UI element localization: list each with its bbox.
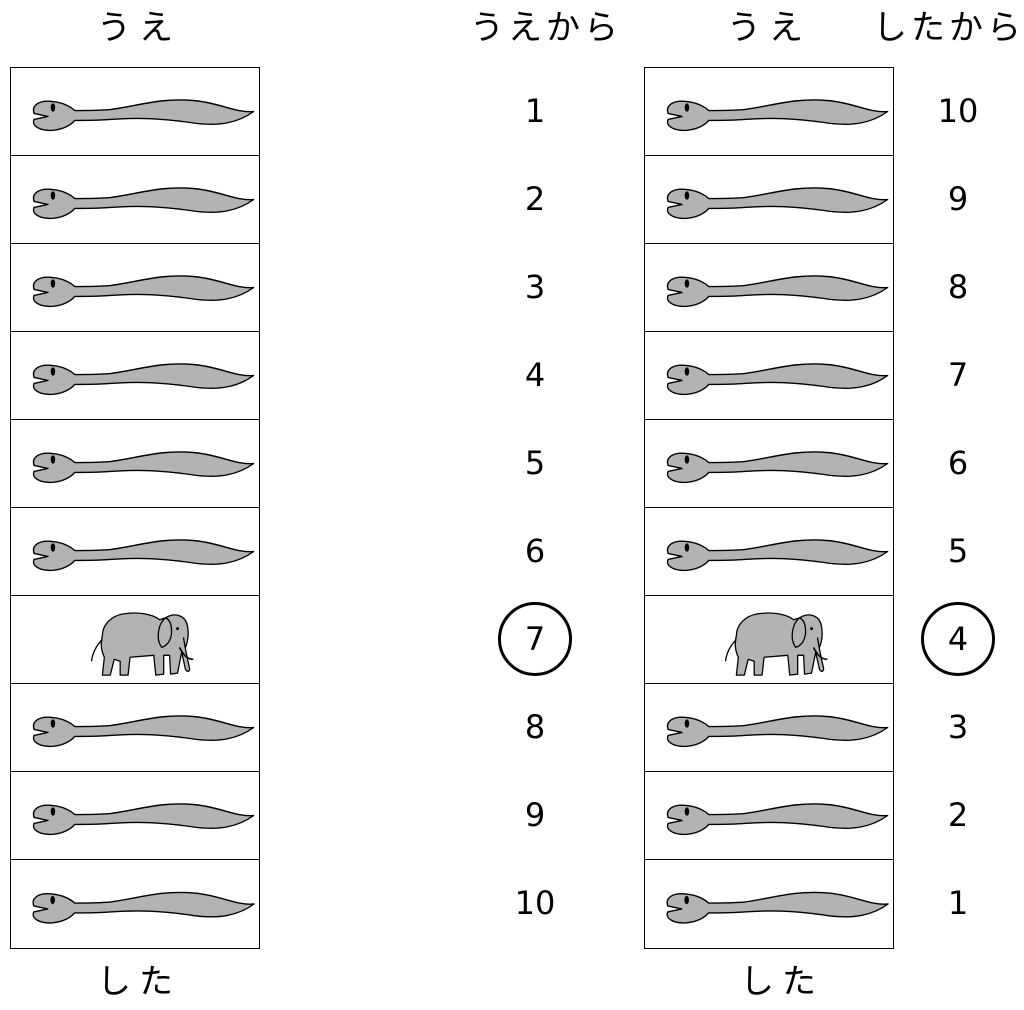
snake-cell bbox=[645, 68, 893, 156]
snake-icon bbox=[666, 539, 889, 572]
number-label: 9 bbox=[524, 796, 546, 834]
number-label: 6 bbox=[524, 532, 546, 570]
number-label: 9 bbox=[947, 180, 969, 218]
snake-icon bbox=[32, 99, 255, 132]
number-label: 2 bbox=[947, 796, 969, 834]
snake-cell bbox=[11, 244, 259, 332]
snake-icon bbox=[666, 451, 889, 484]
number-label: 10 bbox=[514, 884, 556, 922]
snake-icon bbox=[32, 891, 255, 924]
snake-icon bbox=[32, 187, 255, 220]
snake-cell bbox=[645, 772, 893, 860]
left-bottom-label: した bbox=[97, 962, 181, 1002]
snake-icon bbox=[32, 539, 255, 572]
left-top-label: うえ bbox=[97, 8, 181, 48]
snake-cell bbox=[645, 508, 893, 596]
right-top-label: うえ bbox=[727, 8, 811, 48]
number-label: 5 bbox=[524, 444, 546, 482]
answer-circle bbox=[498, 602, 572, 676]
snake-cell bbox=[11, 420, 259, 508]
snake-cell bbox=[645, 860, 893, 948]
number-label: 8 bbox=[947, 268, 969, 306]
number-label: 2 bbox=[524, 180, 546, 218]
snake-cell bbox=[11, 508, 259, 596]
number-label: 3 bbox=[524, 268, 546, 306]
snake-icon bbox=[666, 891, 889, 924]
left-numbers-header: うえから bbox=[470, 8, 622, 48]
elephant-icon bbox=[724, 612, 828, 676]
snake-cell bbox=[11, 684, 259, 772]
right-animal-column bbox=[644, 67, 894, 949]
number-label: 6 bbox=[947, 444, 969, 482]
snake-icon bbox=[666, 803, 889, 836]
snake-icon bbox=[32, 715, 255, 748]
number-label: 8 bbox=[524, 708, 546, 746]
snake-icon bbox=[32, 363, 255, 396]
elephant-cell bbox=[645, 596, 893, 684]
snake-cell bbox=[11, 860, 259, 948]
snake-icon bbox=[32, 803, 255, 836]
number-label: 1 bbox=[524, 92, 546, 130]
snake-icon bbox=[32, 275, 255, 308]
elephant-cell bbox=[11, 596, 259, 684]
elephant-icon bbox=[90, 612, 194, 676]
snake-cell bbox=[645, 156, 893, 244]
snake-cell bbox=[11, 156, 259, 244]
number-label: 1 bbox=[947, 884, 969, 922]
snake-cell bbox=[11, 332, 259, 420]
number-label: 7 bbox=[947, 356, 969, 394]
snake-cell bbox=[645, 684, 893, 772]
snake-cell bbox=[11, 772, 259, 860]
snake-icon bbox=[666, 363, 889, 396]
snake-icon bbox=[666, 99, 889, 132]
snake-icon bbox=[32, 451, 255, 484]
snake-cell bbox=[645, 420, 893, 508]
number-label: 10 bbox=[937, 92, 979, 130]
answer-circle bbox=[921, 602, 995, 676]
snake-icon bbox=[666, 275, 889, 308]
left-animal-column bbox=[10, 67, 260, 949]
snake-icon bbox=[666, 187, 889, 220]
right-bottom-label: した bbox=[740, 962, 824, 1002]
snake-icon bbox=[666, 715, 889, 748]
number-label: 3 bbox=[947, 708, 969, 746]
snake-cell bbox=[645, 332, 893, 420]
snake-cell bbox=[645, 244, 893, 332]
right-numbers-header: したから bbox=[873, 8, 1024, 48]
number-label: 5 bbox=[947, 532, 969, 570]
number-label: 4 bbox=[524, 356, 546, 394]
snake-cell bbox=[11, 68, 259, 156]
